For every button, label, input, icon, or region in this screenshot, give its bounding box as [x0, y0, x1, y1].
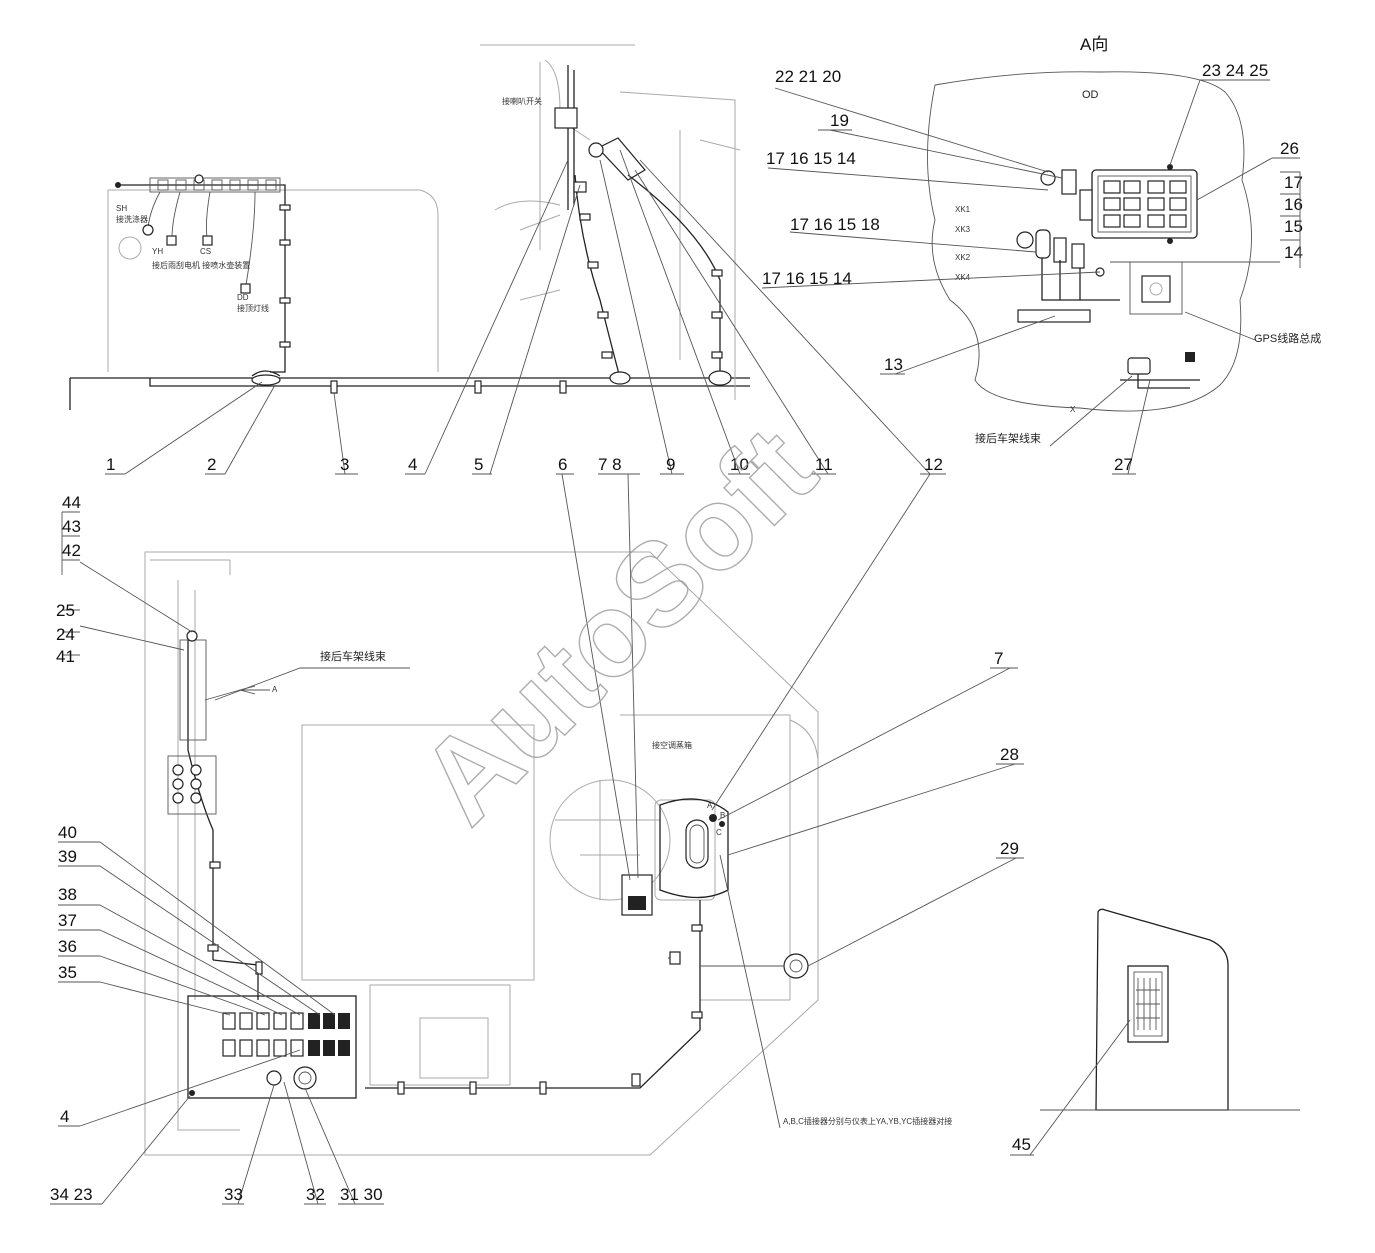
switch-panel — [222, 1012, 304, 1057]
callout-38: 38 — [58, 885, 77, 904]
top-callouts: 1 2 3 4 5 6 7 8 9 10 11 12 — [106, 455, 943, 474]
abc-connector-note: A,B,C插接器分别与仪表上YA,YB,YC插接器对接 — [783, 1116, 952, 1126]
callout-31-30: 31 30 — [340, 1185, 383, 1204]
callout-44: 44 — [62, 493, 81, 512]
ac-box-label: 接空调蒸箱 — [652, 740, 692, 750]
callout-11: 11 — [815, 455, 833, 474]
callout-2: 2 — [207, 455, 216, 474]
callout-28: 28 — [1000, 745, 1019, 764]
bottom-leaders — [50, 473, 1131, 1205]
top-side-view: SH 接洗涤器 YH CS 接后雨刮电机 接喷水壶装置 DD 接顶灯线 接喇叭开… — [69, 44, 750, 410]
top-leaders — [105, 149, 946, 475]
callout-29: 29 — [1000, 839, 1019, 858]
callout-15: 15 — [1284, 217, 1303, 236]
callout-16: 16 — [1284, 195, 1303, 214]
rear-frame-harness-label-a: 接后车架线束 — [975, 431, 1041, 445]
callout-17-16-15-14b: 17 16 15 14 — [762, 269, 852, 288]
callout-35: 35 — [58, 963, 77, 982]
yh-label: YH — [152, 247, 163, 256]
callout-41: 41 — [56, 647, 75, 666]
sh-label: SH — [116, 204, 127, 213]
callout-5: 5 — [474, 455, 483, 474]
work-switch-label: 接喇叭开关 — [502, 96, 542, 106]
callout-37: 37 — [58, 911, 77, 930]
view-a-title: A向 — [1080, 35, 1108, 54]
view-a-leaders — [761, 79, 1300, 475]
sh-sub-label: 接洗涤器 — [116, 214, 148, 224]
gps-harness-label: GPS线路总成 — [1254, 331, 1321, 345]
view-a-callouts: 22 21 20 19 17 16 15 14 17 16 15 18 17 1… — [762, 61, 1303, 474]
callout-13: 13 — [884, 355, 903, 374]
xk3-label: XK3 — [955, 225, 971, 234]
callout-14: 14 — [1284, 243, 1303, 262]
callout-27: 27 — [1114, 455, 1133, 474]
xk4-label: XK4 — [955, 273, 971, 282]
callout-32: 32 — [306, 1185, 325, 1204]
cab-plan-view: A 接后车架线束 — [144, 551, 1300, 1156]
callout-7-8: 7 8 — [598, 455, 622, 474]
callout-22-21-20: 22 21 20 — [775, 67, 841, 86]
xk1-label: XK1 — [955, 205, 971, 214]
callout-3: 3 — [340, 455, 349, 474]
callout-17-16-15-18: 17 16 15 18 — [790, 215, 880, 234]
arrow-a-label: A — [272, 685, 278, 694]
callout-23-24-25: 23 24 25 — [1202, 61, 1268, 80]
cs-label: CS — [200, 247, 211, 256]
callout-34-23: 34 23 — [50, 1185, 93, 1204]
callout-10: 10 — [730, 455, 749, 474]
x-label: X — [1070, 405, 1076, 414]
c-mark: C — [716, 828, 722, 837]
a-mark: A — [707, 801, 713, 810]
callout-33: 33 — [224, 1185, 243, 1204]
callout-6: 6 — [558, 455, 567, 474]
xk2-label: XK2 — [955, 253, 971, 262]
dd-sub-label: 接顶灯线 — [237, 303, 269, 313]
callout-39: 39 — [58, 847, 77, 866]
callout-24: 24 — [56, 625, 75, 644]
callout-4: 4 — [408, 455, 417, 474]
dd-label: DD — [237, 293, 249, 302]
callout-4-bottom: 4 — [60, 1107, 69, 1126]
od-label: OD — [1082, 89, 1099, 101]
callout-45: 45 — [1012, 1135, 1031, 1154]
rear-frame-harness-label-main: 接后车架线束 — [320, 649, 386, 663]
view-a-detail: A向 OD XK1 X — [927, 35, 1321, 445]
callout-42: 42 — [62, 541, 81, 560]
callout-25: 25 — [56, 601, 75, 620]
yh-cs-sub-label: 接后雨刮电机 接喷水壶装置 — [152, 260, 250, 270]
callout-40: 40 — [58, 823, 77, 842]
callout-19: 19 — [830, 111, 849, 130]
callout-17: 17 — [1284, 173, 1303, 192]
callout-9: 9 — [666, 455, 675, 474]
callout-43: 43 — [62, 517, 81, 536]
callout-17-16-15-14a: 17 16 15 14 — [766, 149, 856, 168]
callout-12: 12 — [924, 455, 943, 474]
callout-26: 26 — [1280, 139, 1299, 158]
callout-36: 36 — [58, 937, 77, 956]
b-mark: B — [720, 811, 725, 820]
callout-1: 1 — [106, 455, 115, 474]
callout-7: 7 — [994, 649, 1003, 668]
bottom-callouts: 44 43 42 25 24 41 7 28 29 40 39 38 37 36… — [50, 493, 1031, 1204]
